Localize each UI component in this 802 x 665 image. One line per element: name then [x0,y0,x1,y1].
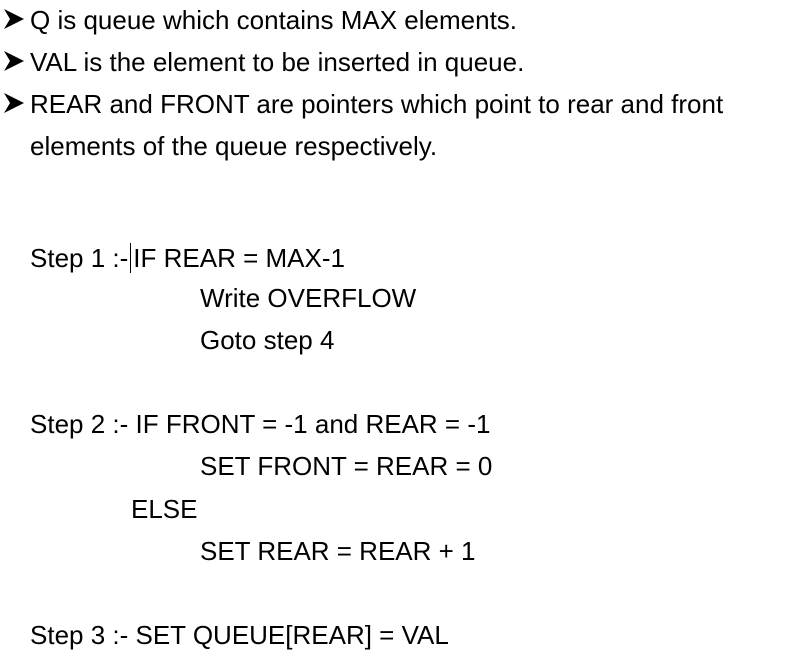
step-1-line: Step 1 :-IF REAR = MAX-1 [30,243,345,273]
step-1-write-overflow: Write OVERFLOW [200,283,417,313]
bullet-text-2: VAL is the element to be inserted in que… [30,47,525,77]
step-2-else: ELSE [131,494,198,524]
arrow-bullet-icon [2,90,26,120]
step-1-condition: IF REAR = MAX-1 [133,243,345,273]
bullet-text-3-continued: elements of the queue respectively. [30,131,438,161]
text-cursor [130,243,132,273]
bullet-text-3: REAR and FRONT are pointers which point … [30,89,724,119]
step-2-set-front-rear: SET FRONT = REAR = 0 [200,451,493,481]
step-2-condition: Step 2 :- IF FRONT = -1 and REAR = -1 [30,409,491,439]
arrow-bullet-icon [2,48,26,78]
step-1-goto: Goto step 4 [200,325,335,355]
step-3-line: Step 3 :- SET QUEUE[REAR] = VAL [30,620,449,650]
step-2-increment-rear: SET REAR = REAR + 1 [200,536,476,566]
bullet-text-1: Q is queue which contains MAX elements. [30,5,518,35]
step-1-prefix: Step 1 :- [30,243,129,273]
arrow-bullet-icon [2,6,26,36]
